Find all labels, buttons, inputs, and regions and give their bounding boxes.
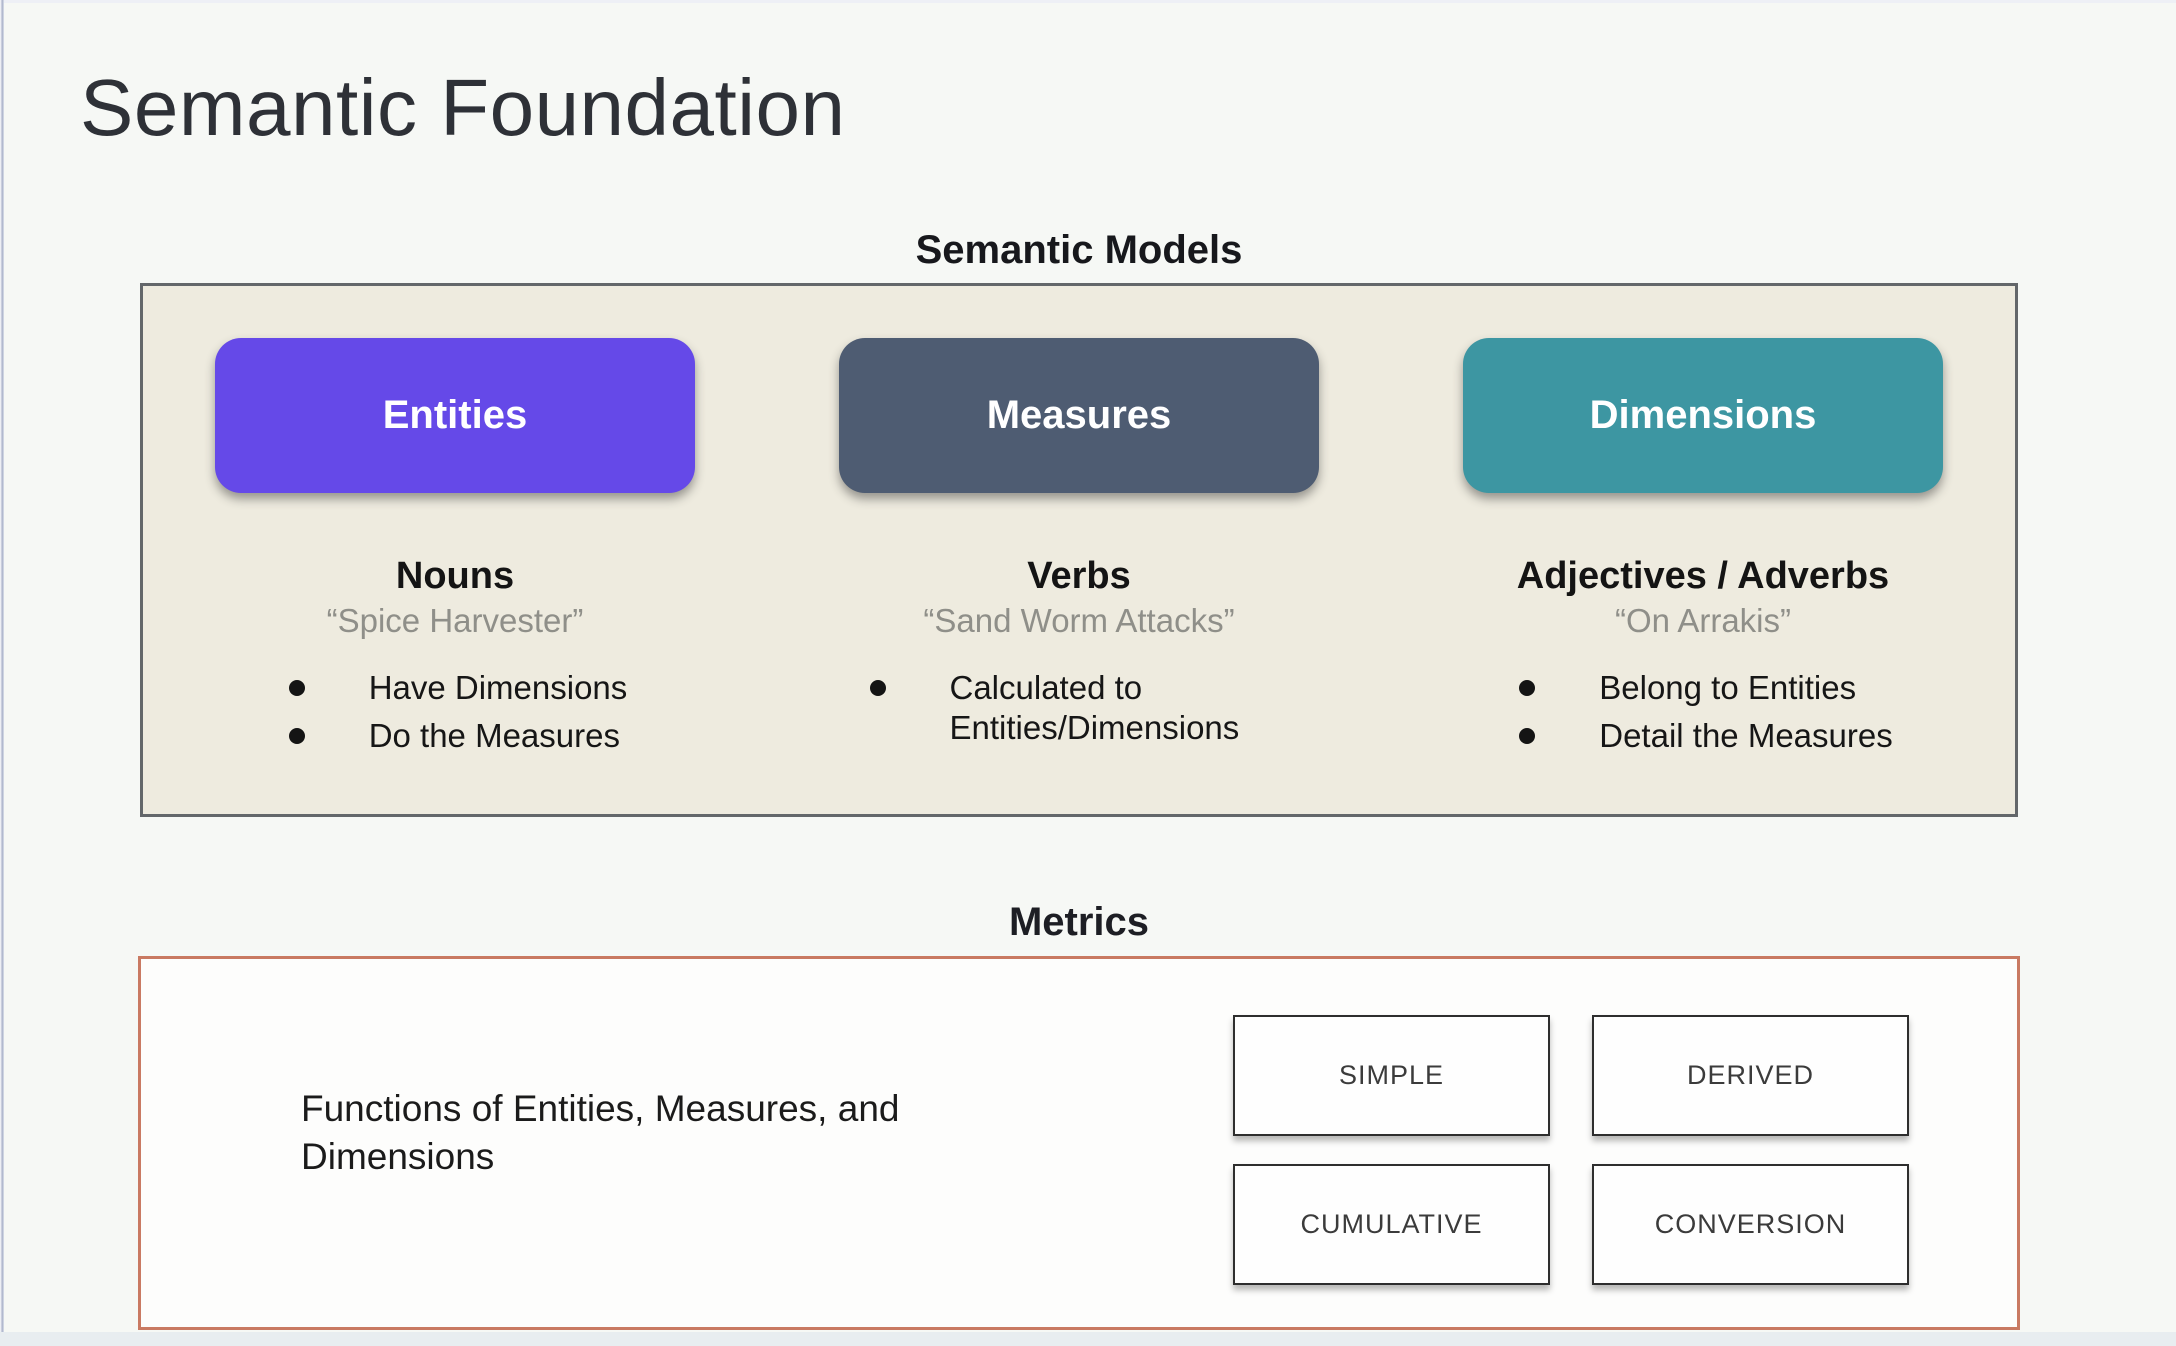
metric-types-grid: SIMPLE DERIVED CUMULATIVE CONVERSION: [1233, 1015, 1909, 1285]
dimensions-column: Dimensions Adjectives / Adverbs “On Arra…: [1391, 286, 2015, 814]
metric-type-simple[interactable]: SIMPLE: [1233, 1015, 1550, 1136]
dimensions-button[interactable]: Dimensions: [1463, 338, 1943, 493]
window-top-border: [0, 0, 2176, 3]
entities-example-label: “Spice Harvester”: [326, 602, 584, 639]
measures-button[interactable]: Measures: [839, 338, 1319, 493]
window-left-border: [0, 0, 4, 1346]
entities-button[interactable]: Entities: [215, 338, 695, 493]
metric-type-conversion[interactable]: CONVERSION: [1592, 1164, 1909, 1285]
metrics-description: Functions of Entities, Measures, and Dim…: [301, 1088, 900, 1178]
entities-role-label: Nouns: [395, 555, 515, 597]
measures-role-label: Verbs: [1027, 555, 1131, 597]
dimensions-bullet-list: Belong to Entities Detail the Measures: [1513, 668, 1893, 765]
dimensions-example-label: “On Arrakis”: [1614, 602, 1792, 639]
list-item: Belong to Entities: [1513, 668, 1892, 708]
measures-bullet-list: Calculated to Entities/Dimensions: [864, 668, 1295, 757]
page-title: Semantic Foundation: [80, 63, 846, 152]
metrics-panel: Functions of Entities, Measures, and Dim…: [138, 956, 2020, 1330]
list-item: Have Dimensions: [283, 668, 627, 708]
entities-column: Entities Nouns “Spice Harvester” Have Di…: [143, 286, 767, 814]
metric-type-cumulative[interactable]: CUMULATIVE: [1233, 1164, 1550, 1285]
metric-type-derived[interactable]: DERIVED: [1592, 1015, 1909, 1136]
semantic-models-heading: Semantic Models: [915, 228, 1243, 272]
bottom-strip: [0, 1332, 2176, 1346]
dimensions-role-label: Adjectives / Adverbs: [1516, 555, 1890, 597]
metrics-heading: Metrics: [1008, 900, 1150, 944]
list-item: Calculated to Entities/Dimensions: [864, 668, 1295, 749]
semantic-models-panel: Entities Nouns “Spice Harvester” Have Di…: [140, 283, 2018, 817]
list-item: Detail the Measures: [1513, 716, 1893, 756]
measures-column: Measures Verbs “Sand Worm Attacks” Calcu…: [767, 286, 1391, 814]
entities-bullet-list: Have Dimensions Do the Measures: [283, 668, 628, 765]
list-item: Do the Measures: [283, 716, 628, 756]
measures-example-label: “Sand Worm Attacks”: [923, 602, 1235, 639]
